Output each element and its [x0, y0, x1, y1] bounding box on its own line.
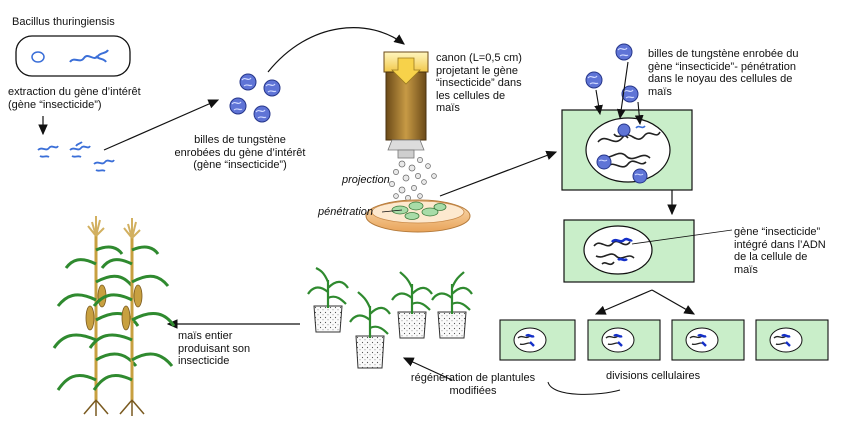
arrow-division-left — [594, 289, 653, 315]
label-integrated: gène “insecticide” intégré dans l’ADN de… — [734, 226, 826, 276]
beads-entering-nucleus — [585, 43, 639, 103]
connector-divisions — [547, 381, 621, 395]
label-penetration: pénétration — [318, 206, 374, 218]
mature-maize-plants — [52, 216, 176, 416]
integration-pointer — [631, 229, 733, 245]
petri-dish — [365, 199, 471, 233]
label-extraction: extraction du gène d’intérêt (gène “inse… — [8, 86, 141, 111]
bacterium — [15, 35, 131, 77]
arrow-bead-in-3 — [634, 101, 644, 126]
tungsten-beads — [229, 73, 281, 123]
arrow-to-cell — [439, 150, 558, 197]
label-canon: canon (L=0,5 cm) projetant le gène “inse… — [436, 52, 522, 114]
divided-cells — [499, 319, 829, 361]
label-projection: projection — [342, 174, 390, 186]
arrow-division-right — [651, 289, 696, 315]
maize-cell-integrated — [563, 219, 695, 283]
arrow-to-beads — [103, 99, 220, 151]
label-mature: maïs entier produisant son insecticide — [178, 330, 251, 367]
label-bacteria: Bacillus thuringiensis — [12, 16, 115, 28]
label-regeneration: régénération de plantules modifiées — [410, 372, 536, 397]
arrow-bead-in-2 — [616, 61, 629, 120]
label-beads: billes de tungstène enrobées du gène d’i… — [174, 134, 306, 171]
label-nucleus-entry: billes de tungstène enrobée du gène “ins… — [648, 48, 799, 98]
gene-gun-canon — [383, 51, 429, 159]
projected-particles — [389, 157, 437, 201]
plantlets-in-pots — [307, 267, 473, 369]
extracted-genes — [37, 141, 115, 172]
arrow-bead-in-1 — [594, 89, 603, 116]
maize-cell-bombarded — [561, 109, 693, 191]
arrow-to-canon — [267, 27, 405, 73]
penetration-pointer — [381, 209, 403, 213]
label-divisions: divisions cellulaires — [606, 370, 701, 382]
arrow-regeneration — [402, 357, 453, 381]
